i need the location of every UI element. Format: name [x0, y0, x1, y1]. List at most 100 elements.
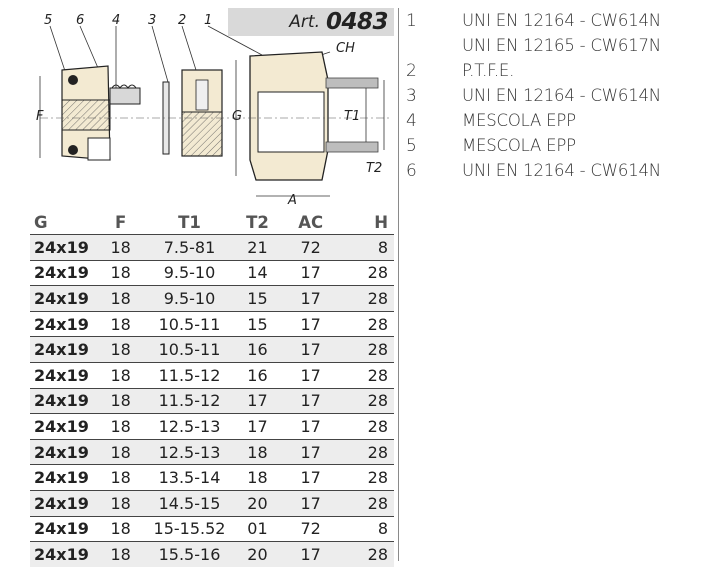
cell-t2: 21: [233, 234, 282, 261]
cell-f: 18: [95, 515, 146, 542]
label-t2: T2: [366, 161, 382, 176]
cell-h: 28: [339, 285, 394, 312]
cell-t1: 10.5-11: [145, 310, 234, 337]
cell-t2: 20: [233, 541, 282, 567]
cell-ac: 17: [281, 541, 340, 567]
header-f: F: [115, 212, 127, 232]
cell-f: 18: [95, 438, 146, 465]
cell-g: 24x19: [30, 413, 96, 440]
material-number: 3: [406, 85, 417, 106]
cell-t2: 17: [233, 413, 282, 440]
header-ac: AC: [298, 212, 324, 232]
cell-ac: 17: [281, 361, 340, 389]
cell-ac: 17: [281, 438, 340, 465]
cell-t1: 11.5-12: [145, 387, 234, 414]
material-spec: UNI EN 12165 - CW617N: [462, 36, 661, 55]
label-part-6: 6: [76, 13, 84, 28]
cell-f: 18: [95, 310, 146, 337]
label-g: G: [232, 109, 242, 124]
cell-g: 24x19: [30, 541, 96, 567]
nut-part: [61, 65, 111, 161]
material-spec: P.T.F.E.: [462, 61, 515, 80]
dimension-lines: [39, 60, 385, 197]
cell-h: 28: [339, 259, 394, 286]
article-prefix: Art.: [289, 12, 320, 32]
material-spec: UNI EN 12164 - CW614N: [462, 86, 661, 105]
label-part-1: 1: [204, 13, 212, 28]
cell-g: 24x19: [30, 259, 96, 286]
cell-h: 28: [339, 489, 394, 517]
cell-t1: 12.5-13: [145, 438, 234, 465]
cell-g: 24x19: [30, 310, 96, 337]
cell-f: 18: [95, 285, 146, 312]
cell-g: 24x19: [30, 234, 96, 261]
cell-t1: 12.5-13: [145, 413, 234, 440]
cell-t1: 9.5-10: [145, 259, 234, 286]
material-number: 4: [406, 110, 417, 131]
cell-ac: 72: [281, 515, 340, 542]
cell-ac: 17: [281, 387, 340, 414]
cell-g: 24x19: [30, 464, 96, 491]
cell-t2: 15: [233, 285, 282, 312]
header-t1: T1: [178, 212, 201, 232]
cell-ac: 17: [281, 413, 340, 440]
cell-h: 28: [339, 310, 394, 337]
label-t1: T1: [344, 109, 360, 124]
article-banner: Art. 0483: [228, 8, 394, 36]
cell-t1: 10.5-11: [145, 336, 234, 363]
cell-t1: 9.5-10: [145, 285, 234, 312]
cell-t2: 20: [233, 489, 282, 517]
cell-t1: 14.5-15: [145, 489, 234, 517]
cell-t2: 15: [233, 310, 282, 337]
material-number: 1: [406, 10, 417, 31]
cell-t1: 15-15.52: [145, 515, 234, 542]
label-part-5: 5: [44, 13, 52, 28]
cell-ac: 72: [281, 234, 340, 261]
column-divider: [398, 8, 399, 561]
cell-ac: 17: [281, 310, 340, 337]
cell-ac: 17: [281, 336, 340, 363]
cell-t1: 15.5-16: [145, 541, 234, 567]
cell-g: 24x19: [30, 336, 96, 363]
cell-f: 18: [95, 336, 146, 363]
cell-h: 28: [339, 387, 394, 414]
material-number: 2: [406, 60, 417, 81]
label-part-2: 2: [178, 13, 186, 28]
label-a: A: [287, 193, 297, 208]
cell-f: 18: [95, 489, 146, 517]
cell-h: 28: [339, 464, 394, 491]
header-h: H: [374, 212, 388, 232]
cell-t2: 17: [233, 387, 282, 414]
leader-lines: [49, 25, 331, 92]
cell-g: 24x19: [30, 387, 96, 414]
cell-h: 28: [339, 541, 394, 567]
cell-f: 18: [95, 541, 146, 567]
cell-g: 24x19: [30, 515, 96, 542]
cell-ac: 17: [281, 285, 340, 312]
cell-t2: 18: [233, 464, 282, 491]
cell-h: 28: [339, 413, 394, 440]
cell-t2: 16: [233, 361, 282, 389]
cell-ac: 17: [281, 489, 340, 517]
cell-t1: 13.5-14: [145, 464, 234, 491]
label-part-3: 3: [148, 13, 156, 28]
technical-drawing: 5 6 4 3 2 1 CH F G T1 T2 A: [36, 13, 390, 208]
cell-t2: 01: [233, 515, 282, 542]
material-spec: MESCOLA EPP: [462, 136, 576, 155]
cell-g: 24x19: [30, 361, 96, 389]
cell-ac: 17: [281, 464, 340, 491]
